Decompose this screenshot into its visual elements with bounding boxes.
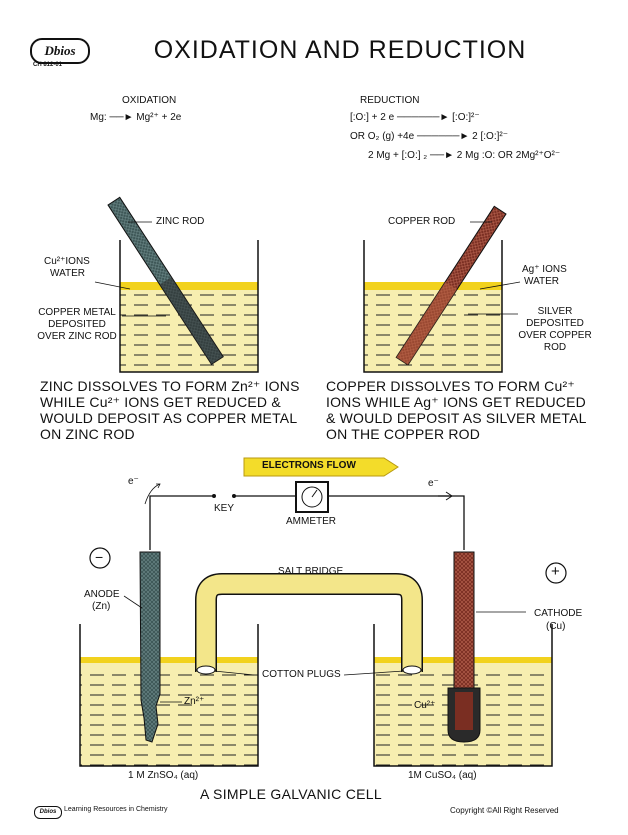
copper-electrode <box>447 551 481 743</box>
cotton-plugs-label: COTTON PLUGS <box>262 669 341 680</box>
oxidation-heading: OXIDATION <box>122 95 177 106</box>
key-contact-1 <box>212 494 216 498</box>
page-title: OXIDATION AND REDUCTION <box>153 36 527 64</box>
zn-ion-label: Zn²⁺ <box>184 696 205 707</box>
plus-sign: + <box>551 563 560 580</box>
key-label: KEY <box>214 503 235 514</box>
right-caption: COPPER DISSOLVES TO FORM Cu²⁺ IONS WHILE… <box>326 378 587 442</box>
footer-logo: Dbios <box>34 806 62 819</box>
copyright-text: Copyright ©All Right Reserved <box>450 806 559 815</box>
key-contact-2 <box>232 494 236 498</box>
cathode-label: CATHODE <box>534 608 583 619</box>
cu-ion-label: Cu²⁺ <box>414 700 436 711</box>
left-deposit-label: COPPER METAL DEPOSITED OVER ZINC ROD <box>37 307 117 342</box>
anode-beaker <box>79 624 259 767</box>
salt-bridge-label: SALT BRIDGE <box>278 566 344 577</box>
circuit-wire <box>144 483 465 550</box>
copper-rod-label: COPPER ROD <box>388 216 456 227</box>
left-ions-label: Cu²⁺IONS <box>44 256 90 267</box>
electron-right-label: e⁻ <box>428 478 439 489</box>
right-beaker <box>363 205 507 373</box>
footer-tagline: Learning Resources in Chemistry <box>64 806 168 813</box>
zinc-electrode <box>139 551 161 743</box>
zinc-rod-label: ZINC ROD <box>156 216 205 227</box>
anode-label: ANODE <box>84 589 120 600</box>
cell-leader-lines <box>123 595 526 703</box>
brand-logo: Dbios <box>30 38 90 64</box>
plus-circle <box>545 562 567 584</box>
reduction-heading: REDUCTION <box>360 95 420 106</box>
salt-bridge <box>195 573 423 675</box>
minus-sign: − <box>95 549 104 565</box>
oxidation-equation: Mg: ──► Mg²⁺ + 2e <box>90 112 182 123</box>
ammeter-label: AMMETER <box>286 516 336 527</box>
reduction-equation-3: 2 Mg + [:O:] ₂ ──► 2 Mg :O: OR 2Mg²⁺O²⁻ <box>368 150 561 161</box>
anode-metal-label: (Zn) <box>92 601 111 612</box>
left-water-label: WATER <box>50 268 85 279</box>
ammeter-icon <box>295 481 329 513</box>
galvanic-cell-caption: A SIMPLE GALVANIC CELL <box>200 786 382 802</box>
left-caption: ZINC DISSOLVES TO FORM Zn²⁺ IONS WHILE C… <box>40 378 300 442</box>
right-water-label: WATER <box>524 276 559 287</box>
right-deposit-label: SILVER DEPOSITED OVER COPPER ROD <box>518 306 592 353</box>
minus-circle <box>89 547 111 569</box>
left-solution-label: 1 M ZnSO₄ (aq) <box>128 770 199 781</box>
left-beaker <box>107 196 259 373</box>
cathode-metal-label: (Cu) <box>546 621 566 632</box>
leader-lines <box>94 221 521 317</box>
electron-left-label: e⁻ <box>128 476 139 487</box>
right-solution-label: 1M CuSO₄ (aq) <box>408 770 477 781</box>
chart-code: CH 812-01 <box>33 62 63 68</box>
electrons-flow-label: ELECTRONS FLOW <box>262 460 356 471</box>
reduction-equation-2: OR O₂ (g) +4e ──────► 2 [:O:]²⁻ <box>350 131 508 142</box>
electrons-flow-arrow <box>243 457 399 477</box>
reduction-equation-1: [:O:] + 2 e ──────► [:O:]²⁻ <box>350 112 480 123</box>
right-ions-label: Ag⁺ IONS <box>522 264 567 275</box>
